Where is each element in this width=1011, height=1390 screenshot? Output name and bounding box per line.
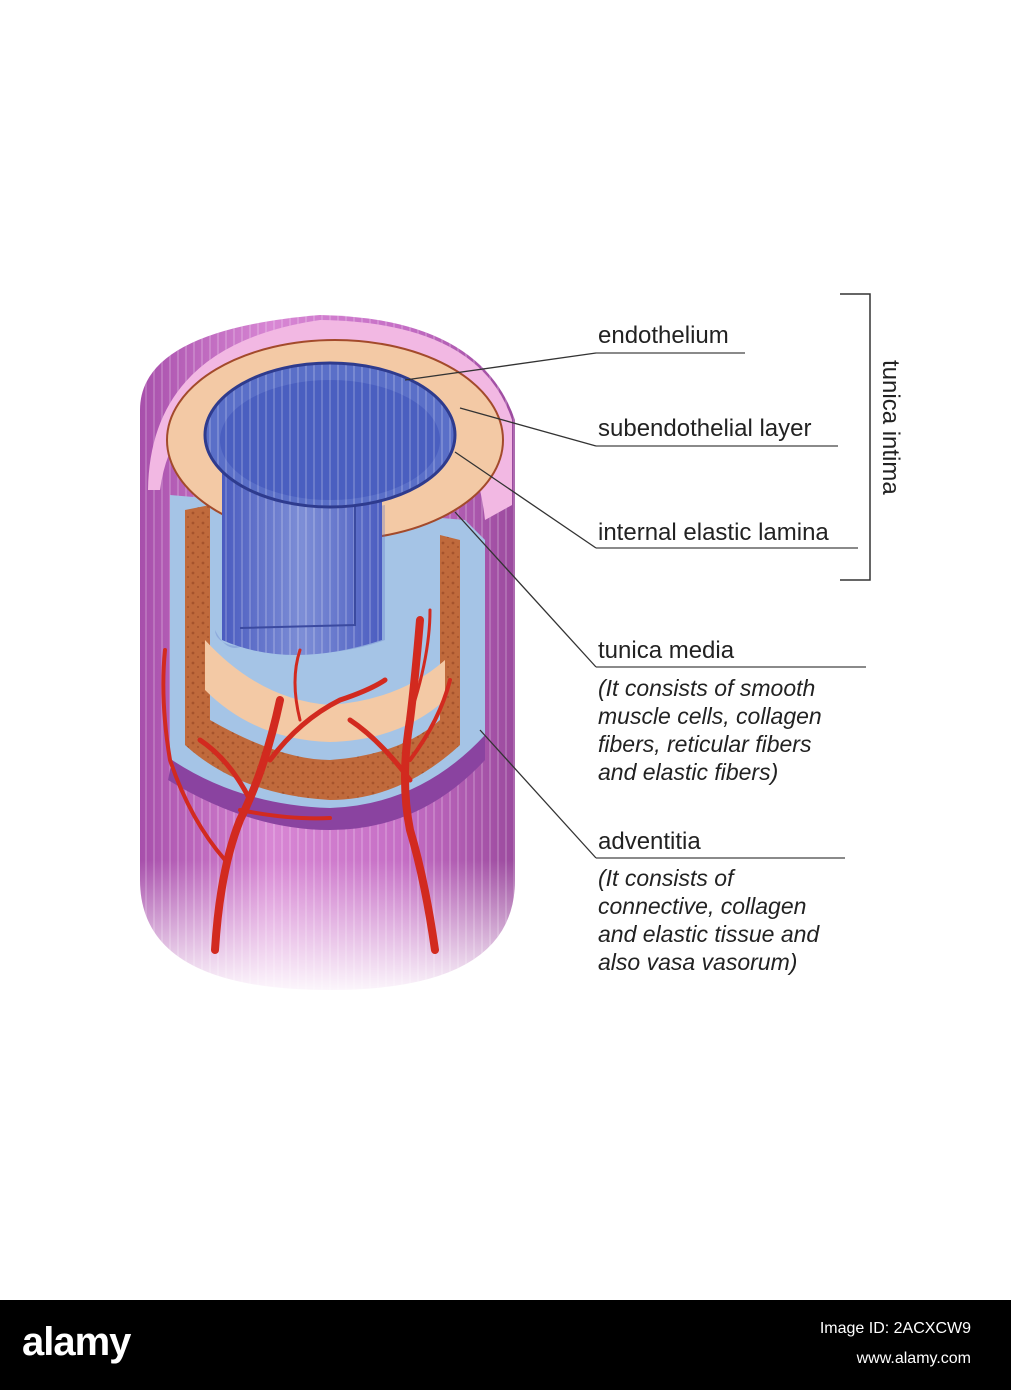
tunica-media-note-4: and elastic fibers)	[598, 759, 778, 785]
label-endothelium: endothelium	[598, 322, 729, 349]
site-url-text: www.alamy.com	[856, 1350, 971, 1367]
endothelium-tube	[215, 470, 385, 655]
adventitia-note-2: connective, collagen	[598, 893, 806, 919]
image-id-text: Image ID: 2ACXCW9	[819, 1320, 971, 1337]
adventitia-note-4: also vasa vasorum)	[598, 949, 797, 975]
watermark-footer: alamy Image ID: 2ACXCW9 www.alamy.com	[0, 1300, 1011, 1390]
vasa-vasorum	[161, 608, 452, 954]
tunica-media-note-2: muscle cells, collagen	[598, 703, 822, 729]
adventitia-note-3: and elastic tissue and	[598, 921, 820, 947]
artery-diagram: endothelium subendothelial layer interna…	[130, 293, 904, 1000]
tunica-media-note-3: fibers, reticular fibers	[598, 731, 812, 757]
adventitia-note-1: (It consists of	[598, 865, 736, 891]
lumen-opening	[203, 361, 457, 509]
label-internal-elastic-lamina: internal elastic lamina	[598, 519, 829, 546]
tunica-media-layer	[185, 505, 460, 800]
label-tunica-intima: tunica intima	[877, 360, 904, 495]
label-subendothelial-layer: subendothelial layer	[598, 415, 811, 442]
label-tunica-media: tunica media	[598, 637, 735, 664]
label-adventitia: adventitia	[598, 828, 701, 855]
tunica-media-note-1: (It consists of smooth	[598, 675, 815, 701]
alamy-logo: alamy	[22, 1320, 131, 1364]
tunica-intima-bracket	[840, 293, 871, 581]
